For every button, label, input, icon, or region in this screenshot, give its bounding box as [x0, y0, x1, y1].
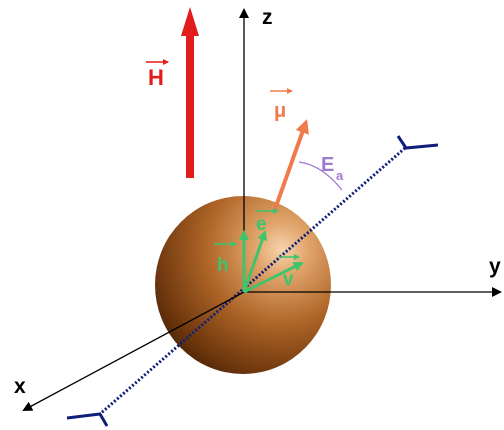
x-axis-line — [22, 291, 245, 411]
easy-axis-end-top — [396, 135, 439, 150]
z-axis-label: z — [262, 6, 273, 29]
moment-arrow — [272, 119, 309, 213]
unit-vector-e-arrow — [242, 230, 268, 293]
y-axis-label: y — [489, 255, 501, 278]
unit-e-label: e — [256, 214, 267, 235]
anisotropy-label-subscript: a — [336, 168, 344, 183]
field-arrow-head — [181, 7, 199, 36]
field-arrow-shaft — [186, 34, 194, 178]
easy-axis-line — [99, 146, 406, 416]
moment-label: μ — [274, 100, 286, 122]
unit-v-label: v — [283, 269, 294, 290]
field-label: H — [148, 65, 164, 90]
easy-axis-end-bottom — [66, 412, 109, 427]
unit-vector-v-arrow — [243, 261, 304, 294]
anisotropy-angle-arc — [298, 161, 343, 191]
unit-h-label: h — [217, 255, 229, 276]
anisotropy-label: E — [321, 154, 334, 176]
x-axis-label: x — [14, 375, 26, 398]
